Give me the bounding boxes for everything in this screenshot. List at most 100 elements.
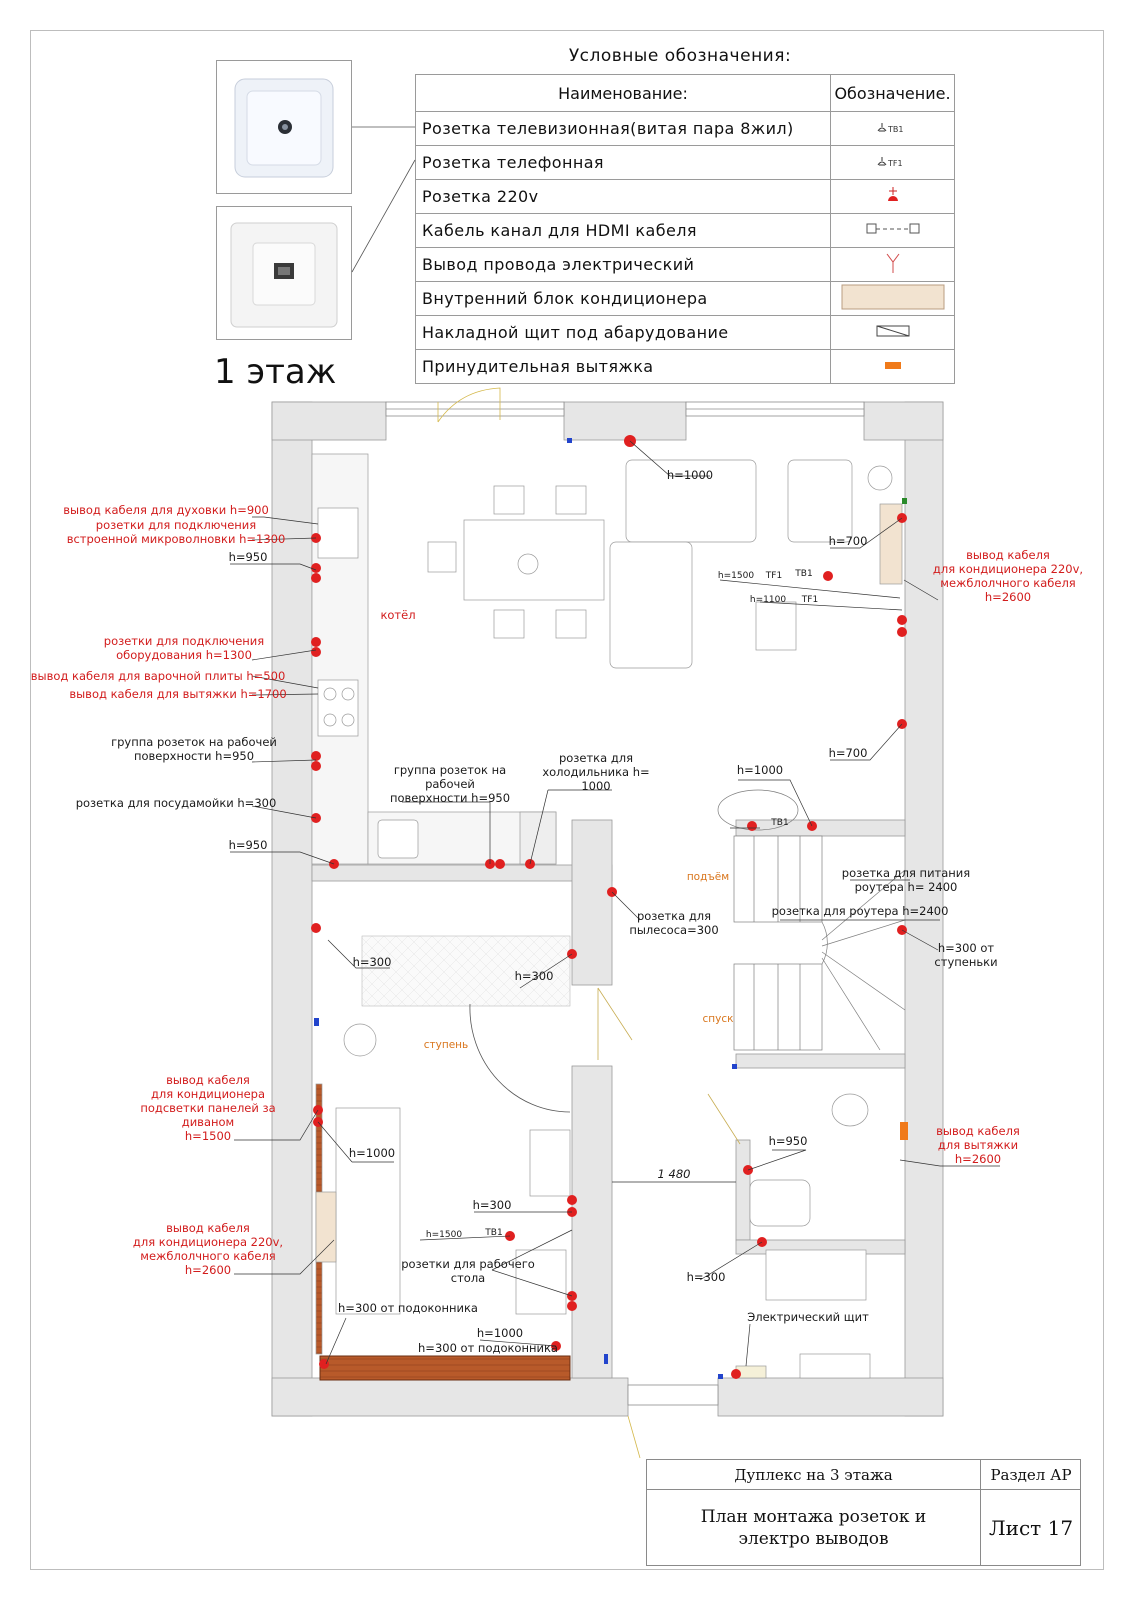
sheet-title: План монтажа розеток и электро выводов [647,1490,981,1566]
label-ac-left-1: вывод кабеля [166,1221,250,1235]
label-h950-b: h=950 [229,838,268,852]
legend-row-name: Розетка телефонная [415,145,831,180]
label-tb1-a: TB1 [794,569,812,579]
label-router: розетка для роутера h=2400 [772,904,949,918]
label-step: ступень [424,1039,468,1051]
label-ac-left-3: межблолчного кабеля [140,1249,275,1263]
label-equipment-1: розетки для подключения [104,634,264,648]
legend-row: Розетка телефонная TF1 [415,145,955,180]
label-h300-b: h=300 [353,955,392,969]
lan-socket-photo [216,206,352,340]
label-backlight-5: h=1500 [185,1129,231,1143]
label-worktop2-1: группа розеток на [394,763,506,777]
exhaust-fan-icon [900,1122,908,1140]
staircase [717,789,906,1051]
windows [385,401,865,1406]
living-sofas [609,459,903,669]
label-h1500-b: h=1500 [426,1230,462,1240]
label-h1000-top: h=1000 [667,468,713,482]
label-microwave-1: розетки для подключения [96,518,256,532]
label-worktop-1: группа розеток на рабочей [111,735,277,749]
kitchen-cabinets [311,453,557,865]
window-sill [319,1355,571,1381]
label-fridge-3: 1000 [581,779,610,793]
bedroom-furniture [315,1023,571,1355]
label-tf1-a: TF1 [765,571,782,581]
phone-socket-icon: TF1 [877,157,903,168]
drawing-frame [30,30,1104,1570]
label-h300-hall: h=300 [687,1270,726,1284]
label-bath-hood-2: для вытяжки [938,1138,1018,1152]
label-h300-desk: h=300 [473,1198,512,1212]
label-tb1-stair: TB1 [770,818,788,828]
label-vacuum-2: пылесоса=300 [629,923,718,937]
green-marker [902,498,907,504]
label-h300-steps-1: h=300 от [938,941,995,955]
label-h300-a: h=300 [515,969,554,983]
label-h950-bath: h=950 [769,1134,808,1148]
label-backlight-1: вывод кабеля [166,1073,250,1087]
label-down: спуск [703,1013,734,1025]
label-vacuum-1: розетка для [637,909,711,923]
label-h1500: h=1500 [718,571,754,581]
legend-table: Наименование: Обозначение. Розетка телев… [415,74,955,384]
bedroom-door-swing [469,1003,571,1113]
label-sill-a: h=300 от подоконника [338,1301,478,1315]
title-block: Дуплекс на 3 этажа Раздел АР План монтаж… [646,1459,1081,1566]
hall-tile [361,935,571,1007]
plan-labels: вывод кабеля для духовки h=900 розетки д… [31,468,1083,1355]
legend-row-name: Принудительная вытяжка [415,349,831,384]
legend-header-symbol: Обозначение. [830,74,955,112]
label-h1000-win: h=1000 [477,1326,523,1340]
legend-row-name: Вывод провода электрический [415,247,831,282]
tv-socket-photo [216,60,352,194]
legend-row: Розетка телевизионная(витая пара 8жил) T… [415,111,955,146]
hall-door-swing [597,987,633,1060]
label-backlight-3: подсветки панелей за [140,1101,275,1115]
legend-row: Принудительная вытяжка [415,349,955,384]
legend-row: Вывод провода электрический [415,247,955,282]
legend-row-name: Розетка телевизионная(витая пара 8жил) [415,111,831,146]
power-socket-icon [887,187,898,201]
label-ac-left-4: h=2600 [185,1263,231,1277]
label-bath-hood-1: вывод кабеля [936,1124,1020,1138]
label-h1000-stair: h=1000 [737,763,783,777]
phone-socket-symbol-label: TF1 [887,159,903,168]
floor-title: 1 этаж [214,352,337,392]
label-worktop2-3: поверхности h=950 [390,791,510,805]
label-ac-left-2: для кондиционера 220v, [133,1235,283,1249]
exhaust-fan-icon [884,362,901,369]
walls [271,401,944,1417]
leader-lines [230,440,1000,1367]
label-bath-hood-3: h=2600 [955,1152,1001,1166]
ac-indoor-unit-icon [841,284,944,310]
label-h300-steps-2: ступеньки [934,955,997,969]
label-tf1-b: TF1 [801,595,818,605]
legend-header: Наименование: Обозначение. [415,74,955,112]
label-backlight-4: диваном [182,1115,234,1129]
hdmi-markers [314,438,737,1379]
label-fridge-2: холодильника h= [542,765,649,779]
section-name: Раздел АР [981,1460,1081,1490]
legend-header-name: Наименование: [415,74,831,112]
label-h700-a: h=700 [829,534,868,548]
label-dishwasher: розетка для посудамойки h=300 [76,796,277,810]
label-panel: Электрический щит [747,1310,869,1324]
label-ac-right-2: для кондиционера 220v, [933,562,1083,576]
label-worktop2-2: рабочей [425,777,475,791]
label-worktop-2: поверхности h=950 [134,749,254,763]
label-desk-1: розетки для рабочего [401,1257,535,1271]
label-h1100: h=1100 [750,595,786,605]
label-equipment-2: оборудования h=1300 [116,648,252,662]
legend-row: Розетка 220v [415,179,955,214]
legend-row-name: Кабель канал для HDMI кабеля [415,213,831,248]
bath-door-swing [707,1093,741,1145]
label-desk-2: стола [451,1271,485,1285]
wire-outlet-icon [886,253,899,273]
label-h1000-sofa: h=1000 [349,1146,395,1160]
label-up: подъём [687,871,729,883]
label-microwave-2: встроенной микроволновки h=1300 [67,532,286,546]
label-hob: вывод кабеля для варочной плиты h=500 [31,669,286,683]
label-router-power-2: роутера h= 2400 [855,880,958,894]
